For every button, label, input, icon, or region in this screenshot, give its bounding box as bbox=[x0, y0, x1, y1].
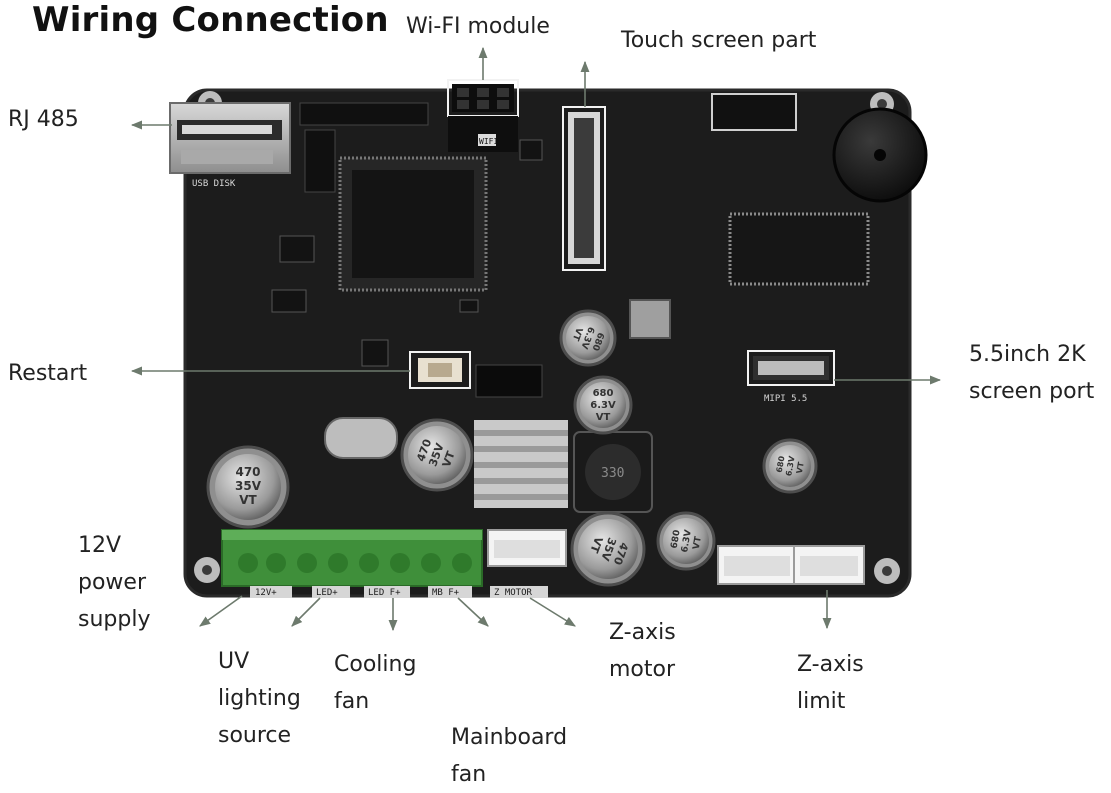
callout-screen-port: 5.5inch 2K screen port bbox=[969, 342, 1095, 404]
capacitor-680-bottom bbox=[656, 511, 716, 571]
silk-zmotor: Z MOTOR bbox=[494, 588, 533, 598]
memory-chip bbox=[728, 212, 870, 286]
silk-bg-mbf bbox=[428, 586, 472, 598]
small-ic-chips bbox=[271, 139, 543, 367]
arrow-zmotor bbox=[529, 597, 576, 627]
z-motor-connector bbox=[487, 529, 567, 567]
callout-touch-screen: Touch screen part bbox=[621, 28, 817, 53]
capacitor-680-right bbox=[762, 438, 818, 494]
power-terminal-block bbox=[221, 529, 483, 587]
pin-header-top-left bbox=[299, 102, 429, 193]
buzzer bbox=[832, 107, 928, 203]
arrow-power bbox=[199, 595, 243, 627]
wifi-module-header bbox=[448, 84, 518, 152]
silk-ledf: LED F+ bbox=[368, 588, 401, 598]
callout-wifi-module: Wi-FI module bbox=[406, 14, 550, 39]
callout-z-motor: Z-axis motor bbox=[609, 620, 676, 682]
callout-cooling-fan: Cooling fan bbox=[334, 652, 417, 714]
arrow-mbfan bbox=[457, 597, 489, 627]
touch-screen-connector bbox=[568, 112, 600, 264]
capacitor-680-top-label: 6806.3VVT bbox=[568, 321, 606, 354]
silk-usb-disk: USB DISK bbox=[192, 179, 236, 189]
capacitor-680-middle bbox=[573, 375, 633, 435]
silk-bg-12v bbox=[250, 586, 292, 598]
capacitor-470-center bbox=[400, 418, 474, 492]
callout-uv-source: UV lighting source bbox=[218, 649, 301, 748]
capacitor-680-top bbox=[559, 309, 617, 367]
capacitor-470-bottom bbox=[570, 511, 646, 587]
jumper-header bbox=[475, 364, 543, 398]
capacitor-470-left bbox=[206, 445, 290, 529]
silk-bg-zmotor bbox=[490, 586, 548, 598]
silk-bg-ledf bbox=[364, 586, 410, 598]
heatsink bbox=[474, 420, 568, 508]
restart-button bbox=[418, 358, 462, 382]
screen-port-connector bbox=[753, 356, 829, 380]
power-inductor bbox=[573, 431, 653, 513]
callout-power-supply: 12V power supply bbox=[78, 533, 151, 632]
silk-bg-led bbox=[312, 586, 350, 598]
capacitor-470-center-label: 47035VVT bbox=[414, 437, 459, 473]
arrow-uv bbox=[291, 597, 321, 627]
capacitor-680-right-label: 6806.3VVT bbox=[774, 453, 806, 479]
silk-mbf: MB F+ bbox=[432, 588, 460, 598]
crystal-oscillator bbox=[629, 299, 671, 339]
silk-wifi: WIFI bbox=[479, 137, 498, 146]
callout-z-limit: Z-axis limit bbox=[797, 652, 864, 714]
callout-mainboard-fan: Mainboard fan bbox=[451, 725, 568, 787]
z-limit-connector-2 bbox=[793, 545, 865, 585]
pin-header-top-right bbox=[711, 93, 797, 131]
main-mcu-chip bbox=[338, 156, 488, 292]
capacitor-470-bottom-label: 47035VVT bbox=[586, 531, 631, 567]
silk-inductor: 330 bbox=[601, 466, 624, 481]
silk-12v: 12V+ bbox=[255, 588, 277, 598]
silk-mipi: MIPI 5.5 bbox=[764, 394, 807, 404]
crystal-oscillator-left bbox=[324, 417, 398, 459]
capacitor-680-bottom-label: 6806.3VVT bbox=[669, 527, 704, 555]
screen-port-highlight bbox=[747, 350, 835, 386]
touch-screen-connector-highlight bbox=[562, 106, 606, 271]
z-limit-connector-1 bbox=[717, 545, 797, 585]
rj485-connector bbox=[169, 102, 291, 174]
page-title: Wiring Connection bbox=[32, 0, 389, 40]
mounting-hole-bottom-left bbox=[194, 557, 220, 583]
callout-restart: Restart bbox=[8, 361, 88, 386]
pcb-board bbox=[183, 88, 912, 598]
mounting-hole-bottom-right bbox=[874, 558, 900, 584]
callout-rj485: RJ 485 bbox=[8, 107, 79, 132]
silk-led: LED+ bbox=[316, 588, 338, 598]
cap-label-line: 470 bbox=[235, 465, 260, 479]
restart-button-highlight bbox=[409, 351, 471, 389]
